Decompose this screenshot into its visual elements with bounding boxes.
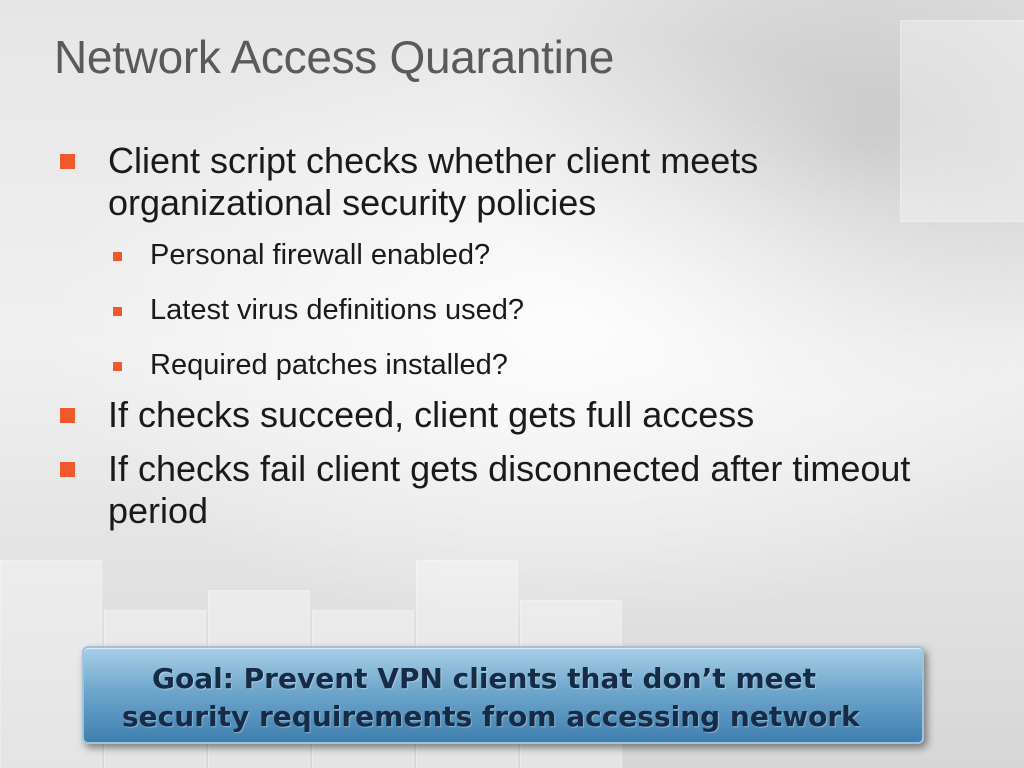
bullet-item: If checks fail client gets disconnected … bbox=[58, 448, 978, 532]
goal-line-1: Goal: Prevent VPN clients that don’t mee… bbox=[152, 662, 817, 695]
square-bullet-icon bbox=[113, 252, 122, 261]
sub-bullet-item: Latest virus definitions used? bbox=[100, 293, 978, 327]
bullet-list: Client script checks whether client meet… bbox=[58, 140, 978, 544]
goal-callout: Goal: Prevent VPN clients that don’t mee… bbox=[82, 646, 924, 744]
goal-line-2: security requirements from accessing net… bbox=[122, 700, 860, 733]
square-bullet-icon bbox=[113, 307, 122, 316]
square-bullet-icon bbox=[60, 462, 75, 477]
background-tile bbox=[900, 20, 1024, 222]
sub-bullet-text: Latest virus definitions used? bbox=[150, 294, 524, 326]
sub-bullet-text: Personal firewall enabled? bbox=[150, 239, 491, 271]
bullet-item: Client script checks whether client meet… bbox=[58, 140, 978, 382]
sub-bullet-text: Required patches installed? bbox=[150, 349, 508, 381]
bullet-text: If checks succeed, client gets full acce… bbox=[108, 394, 755, 435]
bullet-text: If checks fail client gets disconnected … bbox=[108, 448, 911, 531]
bullet-item: If checks succeed, client gets full acce… bbox=[58, 394, 978, 436]
slide-title: Network Access Quarantine bbox=[54, 31, 615, 83]
square-bullet-icon bbox=[113, 362, 122, 371]
square-bullet-icon bbox=[60, 408, 75, 423]
sub-bullet-item: Required patches installed? bbox=[100, 348, 978, 382]
bullet-text: Client script checks whether client meet… bbox=[108, 140, 759, 223]
sub-bullet-list: Personal firewall enabled? Latest virus … bbox=[100, 238, 978, 382]
goal-text: Goal: Prevent VPN clients that don’t mee… bbox=[114, 660, 914, 736]
square-bullet-icon bbox=[60, 154, 75, 169]
sub-bullet-item: Personal firewall enabled? bbox=[100, 238, 978, 272]
